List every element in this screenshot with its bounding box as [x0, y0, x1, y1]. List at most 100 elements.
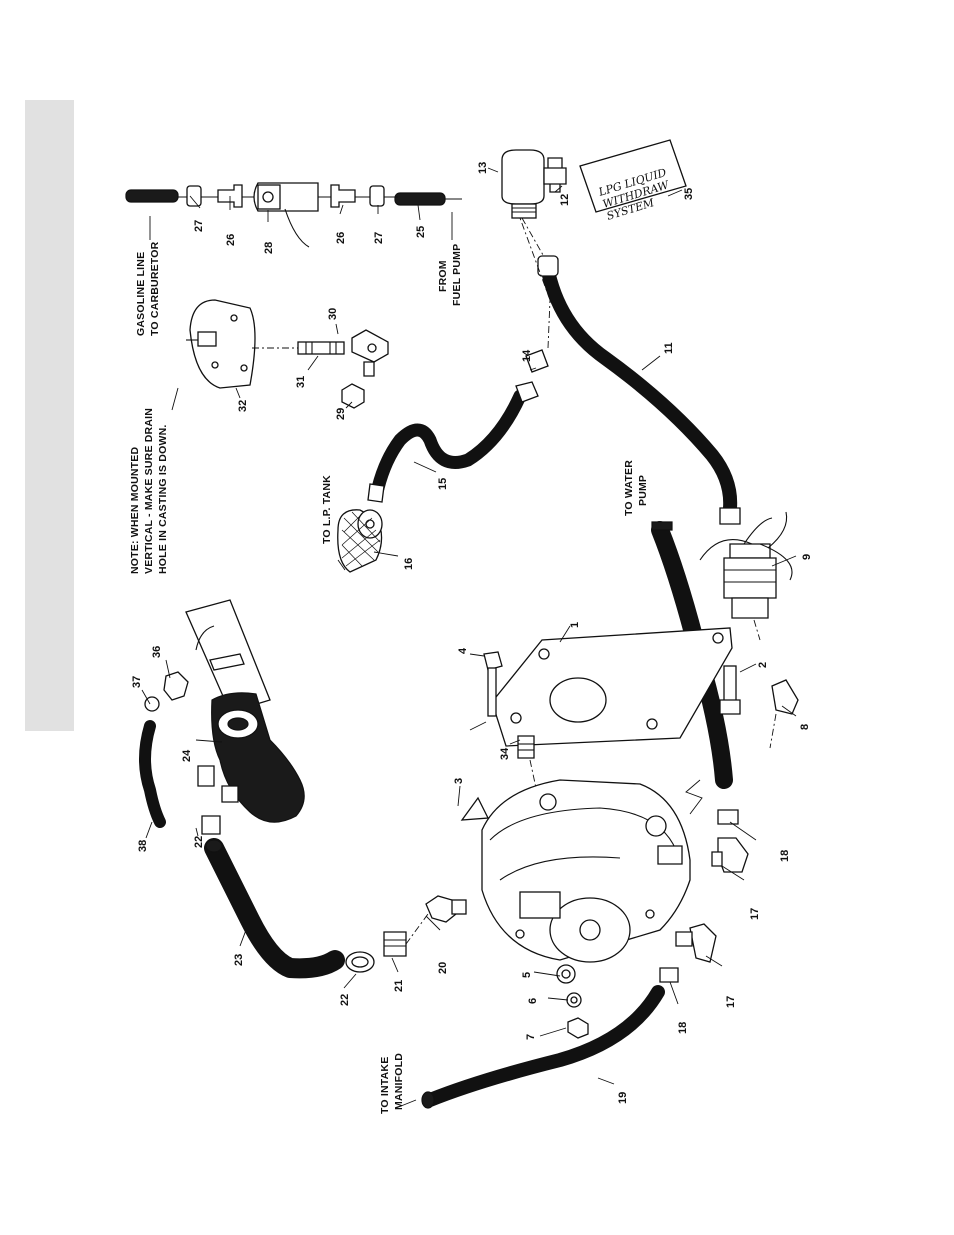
bolt-4 [483, 651, 503, 717]
callout-13: 13 [477, 162, 489, 174]
filter-13-group: LPG LIQUID WITHDRAW SYSTEM [501, 139, 687, 263]
hose-15-start-fitting [367, 483, 385, 503]
callout-3: 3 [453, 778, 465, 784]
air-horn-24 [185, 599, 305, 823]
callout-25: 25 [415, 226, 427, 238]
strainer-16 [337, 509, 383, 573]
callout-11: 11 [663, 342, 675, 354]
callout-6: 6 [527, 998, 539, 1004]
clamp-22-a [201, 815, 221, 835]
callout-26-a: 26 [225, 234, 237, 246]
callout-16: 16 [403, 558, 415, 570]
to-intake-manifold-label: TO INTAKE MANIFOLD [379, 1053, 405, 1114]
to-water-pump-label-1: TO WATER [623, 460, 635, 516]
callout-34: 34 [499, 747, 511, 760]
callout-4: 4 [457, 647, 469, 654]
callout-17-b: 17 [725, 996, 737, 1008]
gasoline-line-assembly [125, 182, 462, 248]
from-fuel-pump-label: FROM FUEL PUMP [437, 212, 463, 306]
callout-38: 38 [137, 840, 149, 852]
to-intake-manifold-label-1: TO INTAKE [379, 1057, 391, 1114]
to-water-pump-label-2: PUMP [637, 475, 649, 506]
callout-7: 7 [525, 1034, 537, 1040]
fitting-36 [163, 671, 189, 701]
callout-31: 31 [295, 376, 307, 388]
hose-11-top-fitting [537, 255, 559, 277]
regulator-3 [460, 759, 691, 963]
callout-12: 12 [559, 194, 571, 206]
hose-23 [204, 838, 345, 979]
part-number-callouts: 27 26 28 26 27 25 13 12 35 30 31 32 29 1… [131, 162, 813, 1104]
hose-15-end-fitting [515, 381, 539, 403]
hose-from-fuel-pump [394, 192, 446, 206]
callout-22-a: 22 [193, 836, 205, 848]
note-line-3: HOLE IN CASTING IS DOWN. [157, 425, 169, 574]
fitting-14 [525, 349, 549, 373]
fitting-12 [543, 157, 567, 193]
callout-28: 28 [263, 242, 275, 254]
callout-5: 5 [521, 972, 533, 978]
callout-32: 32 [237, 400, 249, 412]
from-fuel-pump-label-1: FROM [437, 260, 449, 292]
gasoline-line-label-2: TO CARBURETOR [149, 241, 161, 336]
bracket-3 [460, 796, 490, 821]
callout-27-b: 27 [373, 232, 385, 244]
to-intake-manifold-label-2: MANIFOLD [393, 1053, 405, 1110]
clamp-18-b [659, 967, 679, 983]
callout-30: 30 [327, 308, 339, 320]
note-line-1: NOTE: WHEN MOUNTED [129, 447, 141, 574]
hose-15 [371, 389, 527, 495]
fitting-34 [517, 735, 535, 759]
hose-38 [139, 720, 166, 828]
leader-lines [141, 167, 797, 1109]
regulator-nameplate [519, 891, 561, 919]
to-water-pump-label: TO WATER PUMP [623, 460, 649, 516]
callout-9: 9 [801, 554, 813, 560]
callout-36: 36 [151, 646, 163, 658]
callout-8: 8 [799, 724, 811, 730]
decal-35: LPG LIQUID WITHDRAW SYSTEM [579, 139, 687, 223]
clamp-27-b [369, 185, 385, 207]
note-label: NOTE: WHEN MOUNTED VERTICAL - MAKE SURE … [129, 408, 169, 574]
callout-35: 35 [683, 188, 695, 200]
hose-11 [540, 259, 738, 515]
elbow-17-b [689, 923, 717, 963]
callout-26-b: 26 [335, 232, 347, 244]
clamp-18-a [717, 809, 739, 825]
fitting-21 [383, 931, 407, 957]
drain-assembly [171, 299, 389, 411]
callout-29: 29 [335, 408, 347, 420]
callout-27-a: 27 [193, 220, 205, 232]
hose-19 [423, 985, 665, 1107]
callout-18-b: 18 [677, 1022, 689, 1034]
note-line-2: VERTICAL - MAKE SURE DRAIN [143, 408, 155, 574]
callout-20: 20 [437, 962, 449, 974]
callout-21: 21 [393, 980, 405, 992]
fitting-26-b [330, 184, 356, 208]
side-tab [25, 100, 74, 731]
gasket-1 [491, 627, 733, 747]
callout-37: 37 [131, 676, 143, 688]
nipple-31 [297, 341, 345, 355]
callout-19: 19 [617, 1092, 629, 1104]
callout-15: 15 [437, 478, 449, 490]
filter-13 [501, 149, 545, 205]
callout-22-b: 22 [339, 994, 351, 1006]
solenoid-9 [699, 511, 793, 641]
gasoline-line-label-1: GASOLINE LINE [135, 252, 147, 336]
plug-29 [341, 383, 365, 409]
from-fuel-pump-label-2: FUEL PUMP [451, 244, 463, 306]
to-lp-tank-label: TO L.P. TANK [321, 475, 333, 544]
hose-11-bottom-fitting [719, 507, 741, 525]
gasoline-line-label: GASOLINE LINE TO CARBURETOR [135, 216, 161, 336]
callout-2: 2 [757, 662, 769, 668]
clamp-27-a [186, 185, 202, 207]
callout-14: 14 [521, 349, 533, 362]
callout-23: 23 [233, 954, 245, 966]
callout-24: 24 [181, 749, 193, 762]
callout-1: 1 [569, 622, 581, 628]
callout-17-a: 17 [749, 908, 761, 920]
bolt-2 [719, 665, 741, 715]
elbow-8 [771, 679, 799, 715]
